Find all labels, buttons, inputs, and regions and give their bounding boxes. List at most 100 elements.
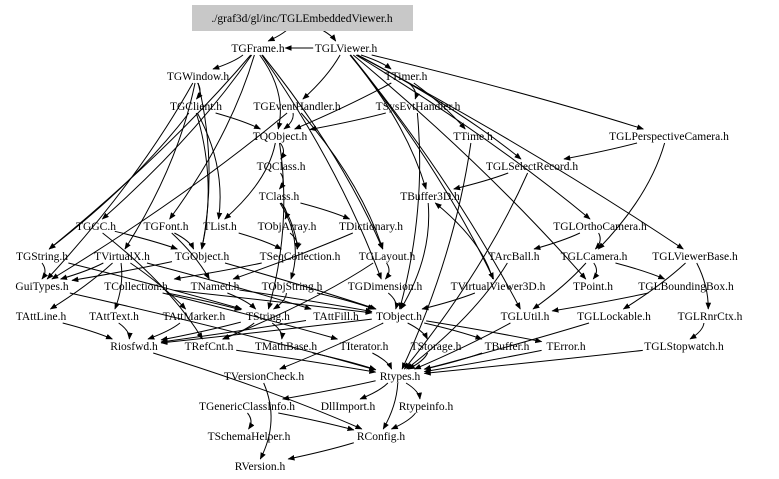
edge-tobject-to-tbuffer <box>424 322 483 340</box>
edge-tglviewerbase-to-tgllockable <box>622 262 686 310</box>
node-label: TObjString.h <box>262 281 323 293</box>
edge-tgframe-to-tggc <box>101 54 253 220</box>
node-tglstopwatch: TGLStopwatch.h <box>644 341 724 353</box>
edge-tstring-to-riosfwd <box>160 321 241 342</box>
edge-tattline-to-riosfwd <box>62 322 113 340</box>
node-tvirtualx: TVirtualX.h <box>94 251 150 263</box>
node-label: TObjArray.h <box>258 221 317 233</box>
node-tattmarker: TAttMarker.h <box>163 311 226 323</box>
node-label: TGDimension.h <box>348 281 423 293</box>
node-tbuffer: TBuffer.h <box>485 341 530 353</box>
edge-tgwindow-to-guitypes <box>46 82 194 280</box>
node-tqobject: TQObject.h <box>253 131 308 143</box>
edge-tglviewer-to-tpoint <box>352 54 587 280</box>
edge-tgframe-to-tgdimension <box>261 54 382 280</box>
node-tstorage: TStorage.h <box>411 341 462 353</box>
node-tversioncheck: TVersionCheck.h <box>224 371 304 383</box>
node-tglcamera: TGLCamera.h <box>561 251 628 263</box>
node-tglrnrctx: TGLRnrCtx.h <box>678 311 743 323</box>
node-label: TGLStopwatch.h <box>644 341 724 353</box>
node-rtypes: Rtypes.h <box>380 371 421 383</box>
edge-tglcamera-to-tpoint <box>592 262 600 280</box>
node-rconfig: RConfig.h <box>357 431 405 443</box>
edge-tattfill-to-riosfwd <box>160 319 307 344</box>
node-tglviewer: TGLViewer.h <box>315 43 378 55</box>
edge-ttimer-to-tqobject <box>294 82 392 130</box>
node-label: TSchemaHelper.h <box>208 431 291 443</box>
edge-tgeventhandler-to-tqobject <box>283 112 294 130</box>
node-label: RVersion.h <box>235 461 286 473</box>
node-tglutil: TGLUtil.h <box>501 311 550 323</box>
node-rtypeinfo: Rtypeinfo.h <box>399 401 454 413</box>
edge-tbuffer3d-to-tobject <box>400 202 430 310</box>
edge-tgwindow-to-tvirtualx <box>124 82 196 250</box>
edge-tglviewer-to-tglviewerbase <box>357 54 684 250</box>
edge-tggc-to-tgobject <box>114 230 178 250</box>
node-label: TAttText.h <box>89 311 139 323</box>
node-label: TNamed.h <box>191 281 240 293</box>
node-tglperspectivecamera: TGLPerspectiveCamera.h <box>609 131 729 143</box>
edge-tgobject-to-tobject <box>224 262 377 310</box>
node-tgframe: TGFrame.h <box>231 43 285 55</box>
edge-tglcamera-to-tglutil <box>532 262 587 310</box>
edge-rtypes-to-rconfig <box>382 382 399 430</box>
edge-trefcnt-to-rtypes <box>236 349 377 374</box>
node-titerator: TIterator.h <box>340 341 389 353</box>
edge-tgdimension-to-tobject <box>387 292 401 310</box>
node-label: TGLPerspectiveCamera.h <box>609 131 729 143</box>
edge-tglviewer-to-tglorthocamera <box>355 54 591 220</box>
node-tgclient: TGClient.h <box>170 101 222 113</box>
edge-tobject-to-tversioncheck <box>279 322 384 370</box>
edge-tsysevthandler-to-tobject <box>398 112 421 310</box>
edge-tqclass-to-tclass <box>279 172 286 190</box>
node-root: ./graf3d/gl/inc/TGLEmbeddedViewer.h <box>192 5 413 31</box>
node-label: TGLOrthoCamera.h <box>553 221 647 233</box>
edge-rtypeinfo-to-rconfig <box>390 412 416 430</box>
edge-tglrnrctx-to-tglstopwatch <box>689 322 705 340</box>
edge-tglviewerbase-to-tglrnrctx <box>696 262 712 310</box>
edge-tgclient-to-tgstring <box>48 112 190 250</box>
node-tgstring: TGString.h <box>16 251 68 263</box>
edge-tgenericclassinfo-to-rconfig <box>278 412 355 431</box>
edge-tqobject-to-tstring <box>267 142 285 310</box>
edge-tgenericclassinfo-to-tschemahelper <box>247 412 255 430</box>
edge-tgeventhandler-to-guitypes <box>51 112 288 280</box>
node-label: TPoint.h <box>573 281 613 293</box>
edge-rtypes-to-dllimport <box>359 382 389 400</box>
node-tvirtualviewer3d: TVirtualViewer3D.h <box>451 281 546 293</box>
node-label: TTimer.h <box>385 71 428 83</box>
edge-tversioncheck-to-rversion <box>259 382 272 460</box>
edge-tgfont-to-tgobject <box>174 232 195 250</box>
node-tgwindow: TGWindow.h <box>167 71 230 83</box>
edge-tgclient-to-tlist <box>196 112 223 220</box>
edge-rconfig-to-rversion <box>287 442 354 461</box>
node-label: TQClass.h <box>257 161 306 173</box>
node-label: TGFont.h <box>143 221 188 233</box>
node-tggc: TGGC.h <box>76 221 116 233</box>
node-label: TString.h <box>246 311 290 323</box>
node-label: TError.h <box>546 341 586 353</box>
node-label: TSysEvtHandler.h <box>376 101 461 113</box>
edge-ttime-to-rtypes <box>401 142 472 370</box>
node-tpoint: TPoint.h <box>573 281 613 293</box>
node-label: TGLSelectRecord.h <box>486 161 579 173</box>
edge-titerator-to-rtypes <box>372 352 393 370</box>
edge-tatttext-to-riosfwd <box>118 322 133 340</box>
edge-tgfont-to-tnamed <box>171 232 210 280</box>
node-tgeventhandler: TGEventHandler.h <box>253 101 340 113</box>
node-trefcnt: TRefCnt.h <box>185 341 234 353</box>
edge-tobjarray-to-tseqcollection <box>289 232 302 250</box>
edge-ttimer-to-tsysevthandler <box>408 82 420 100</box>
node-label: TArcBall.h <box>488 251 539 263</box>
node-tcollection: TCollection.h <box>104 281 168 293</box>
edge-tglorthocamera-to-tarcball <box>533 232 581 251</box>
edge-rtypes-to-rtypeinfo <box>405 382 422 400</box>
node-label: TGLayout.h <box>359 251 416 263</box>
edge-tvirtualx-to-tatttext <box>114 262 123 310</box>
edge-tstring-to-tmathbase <box>271 322 286 340</box>
node-label: ./graf3d/gl/inc/TGLEmbeddedViewer.h <box>211 13 393 25</box>
edge-ttimer-to-ttime <box>413 82 466 130</box>
edge-tglperspectivecamera-to-tglselectrecord <box>563 142 638 161</box>
node-tnamed: TNamed.h <box>191 281 240 293</box>
node-tglviewerbase: TGLViewerBase.h <box>652 251 738 263</box>
